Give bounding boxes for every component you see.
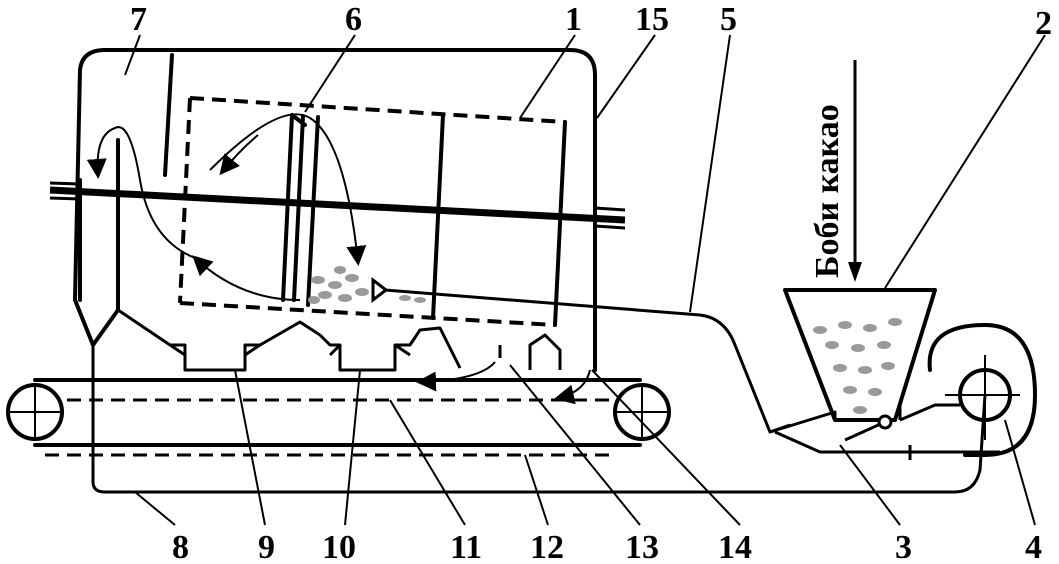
hopper-beans xyxy=(813,318,902,414)
hopper xyxy=(769,288,937,434)
callout-9: 9 xyxy=(258,529,275,564)
drum xyxy=(178,96,567,327)
callout-13: 13 xyxy=(625,529,659,564)
conveyor xyxy=(6,378,671,457)
callout-10: 10 xyxy=(322,529,356,564)
chutes xyxy=(117,308,591,405)
shaft xyxy=(49,181,626,230)
callout-7: 7 xyxy=(130,1,147,38)
feeder xyxy=(774,403,1000,460)
callout-12: 12 xyxy=(530,529,564,564)
air-duct xyxy=(371,276,791,434)
callout-2: 2 xyxy=(1035,5,1052,42)
callout-11: 11 xyxy=(450,529,482,564)
callout-15: 15 xyxy=(635,1,669,38)
callout-14: 14 xyxy=(718,529,752,564)
beans-label: Боби какао xyxy=(809,104,846,278)
baffle xyxy=(281,113,320,307)
leader-lines xyxy=(124,34,1046,526)
callout-6: 6 xyxy=(345,1,362,38)
callout-8: 8 xyxy=(172,529,189,564)
return-duct xyxy=(91,345,987,494)
callout-4: 4 xyxy=(1025,529,1042,564)
beans-input-arrow xyxy=(848,60,862,282)
drum-beans xyxy=(308,266,426,304)
housing xyxy=(73,48,597,372)
callout-1: 1 xyxy=(565,1,582,38)
callout-3: 3 xyxy=(895,529,912,564)
callout-5: 5 xyxy=(720,1,737,38)
air-flow xyxy=(86,113,367,301)
